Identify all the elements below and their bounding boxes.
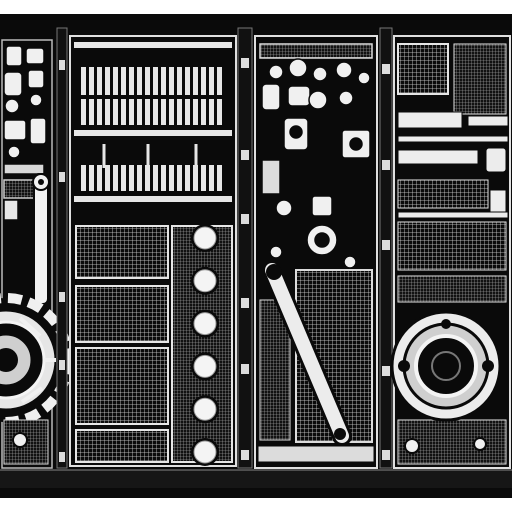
round-lamp [193,397,217,421]
round-lamp [193,312,217,336]
rivet-rail-2 [237,27,253,469]
round-port [390,310,502,422]
round-lamp [193,440,217,464]
mesh-grids [397,43,507,465]
round-lamp [193,269,217,293]
gear-wheel [0,293,73,427]
round-lamp [193,226,217,250]
left-gear-panel [0,39,73,469]
right-panel [390,35,511,469]
center-right-panel [254,35,378,469]
round-lamp [193,354,217,378]
mesh-grids [75,225,233,463]
bottom-rail [0,470,512,488]
radiator-fins [74,42,232,202]
lever-arm [262,260,352,446]
rivet-rail-1 [56,27,68,469]
rail-bars [397,111,509,219]
rivet-rail-3 [379,27,393,469]
round-lamps [191,224,219,466]
center-left-panel [69,35,237,467]
crank-arm [32,173,50,305]
